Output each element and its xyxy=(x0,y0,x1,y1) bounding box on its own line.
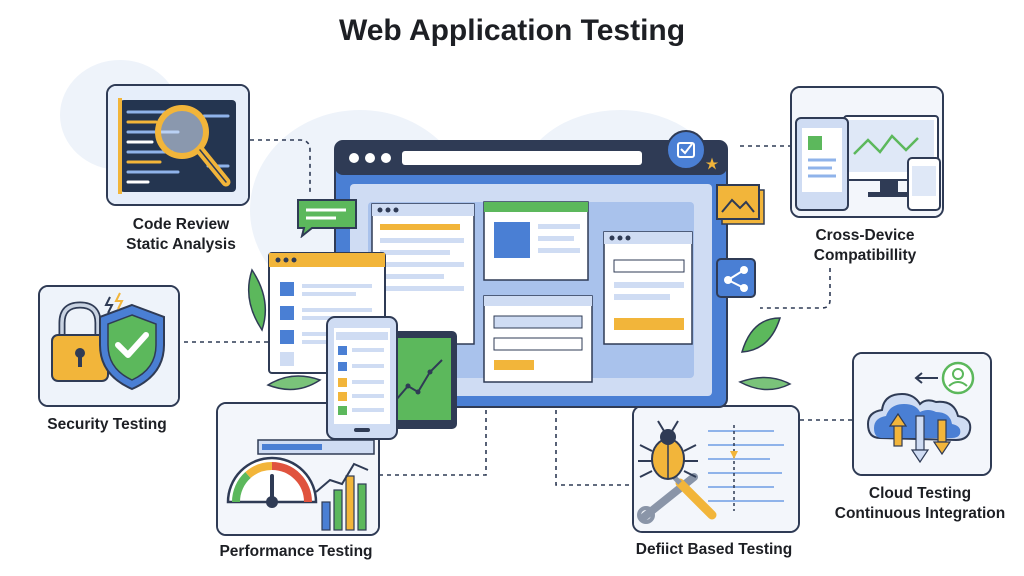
share-node-icon xyxy=(716,258,756,298)
defect-label: Defiict Based Testing xyxy=(604,540,824,560)
cross-device-card xyxy=(790,86,944,218)
defect-card xyxy=(632,405,800,533)
security-label: Security Testing xyxy=(22,415,192,435)
page-title: Web Application Testing xyxy=(338,14,686,47)
defect-label-line-1: Defiict Based Testing xyxy=(635,541,793,558)
chat-bubble-icon xyxy=(297,199,357,238)
tablet-chart-illustration xyxy=(385,331,457,429)
cross-device-label-line-1: Cross-Device xyxy=(815,227,915,244)
cloud-card xyxy=(852,352,992,476)
cloud-label: Cloud Testing Continuous Integration xyxy=(820,484,1020,524)
lock-shield-icon xyxy=(40,287,178,405)
cloud-sync-icon xyxy=(854,354,990,474)
cross-device-label: Cross-Device Compatibillity xyxy=(775,226,955,266)
code-review-label-line-2: Static Analysis xyxy=(126,236,236,253)
bug-tools-icon xyxy=(634,407,798,531)
security-label-line-1: Security Testing xyxy=(47,416,167,433)
performance-label: Performance Testing xyxy=(196,542,396,562)
image-thumbnail-icon xyxy=(716,184,765,225)
security-card xyxy=(38,285,180,407)
badge-check-icon xyxy=(666,130,722,173)
devices-icon xyxy=(792,88,942,216)
phone-illustration xyxy=(326,316,398,440)
code-review-card xyxy=(106,84,250,206)
cloud-label-line-2: Continuous Integration xyxy=(834,505,1006,522)
cloud-label-line-1: Cloud Testing xyxy=(868,485,972,502)
code-review-label: Code Review Static Analysis xyxy=(96,215,266,255)
performance-label-line-1: Performance Testing xyxy=(219,543,373,560)
cross-device-label-line-2: Compatibillity xyxy=(813,247,917,264)
magnifier-code-icon xyxy=(108,86,248,204)
code-review-label-line-1: Code Review xyxy=(132,216,230,233)
